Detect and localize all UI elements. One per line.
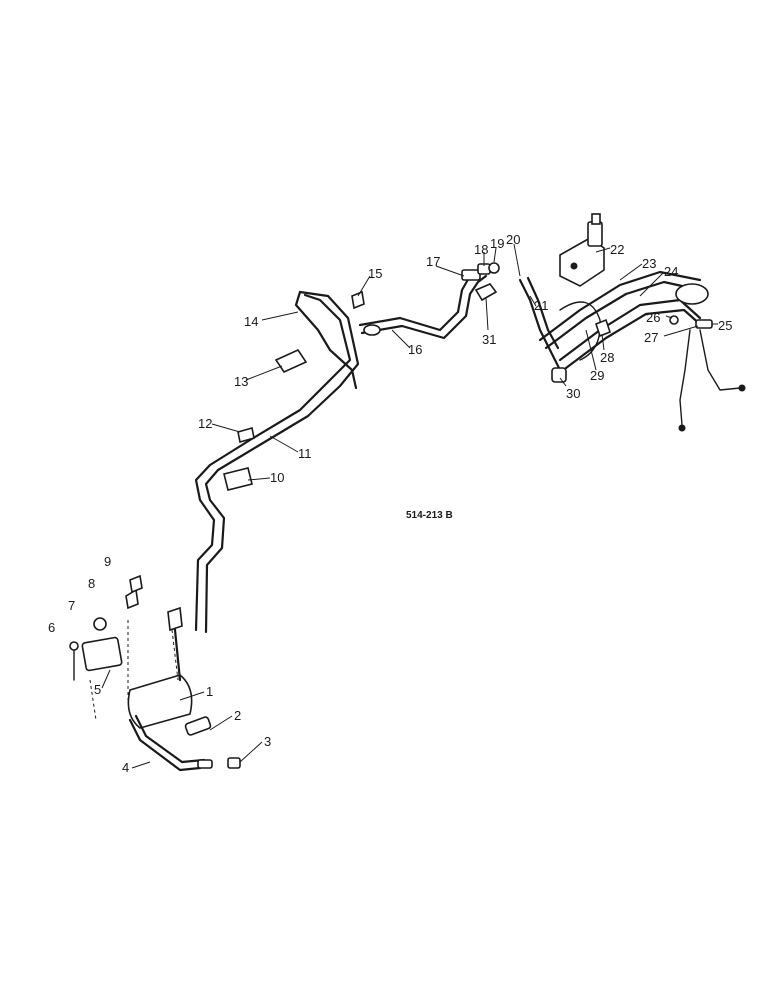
- callout-7: 7: [68, 598, 75, 613]
- main-pipe-run: [194, 290, 360, 634]
- clip-24: [675, 283, 709, 305]
- callout-4: 4: [122, 760, 129, 775]
- callout-21: 21: [534, 298, 548, 313]
- cylinder-1: [127, 674, 193, 729]
- ring-7: [93, 617, 107, 631]
- leader-lines: [101, 243, 718, 769]
- callout-6: 6: [48, 620, 55, 635]
- fitting-28: [595, 318, 611, 338]
- callout-24: 24: [664, 264, 678, 279]
- clip-10: [223, 467, 253, 491]
- fitting-9: [129, 574, 143, 594]
- right-pipes: [518, 270, 746, 432]
- callout-13: 13: [234, 374, 248, 389]
- callout-28: 28: [600, 350, 614, 365]
- callout-26: 26: [646, 310, 660, 325]
- block-5: [81, 636, 123, 672]
- clip-15: [351, 290, 365, 310]
- clips: [223, 290, 365, 491]
- callout-5: 5: [94, 682, 101, 697]
- callout-2: 2: [234, 708, 241, 723]
- reference-code: 514-213 B: [406, 510, 453, 521]
- callout-16: 16: [408, 342, 422, 357]
- callout-10: 10: [270, 470, 284, 485]
- callout-25: 25: [718, 318, 732, 333]
- callout-27: 27: [644, 330, 658, 345]
- lower-right-fittings: [551, 301, 679, 383]
- left-small-parts: [69, 574, 183, 721]
- bolt-6: [69, 641, 79, 651]
- pipe-nut-16: [363, 324, 381, 336]
- callout-8: 8: [88, 576, 95, 591]
- callout-11: 11: [298, 446, 312, 461]
- fitting-19: [488, 262, 500, 274]
- callout-30: 30: [566, 386, 580, 401]
- fitting-25: [695, 319, 713, 329]
- callout-31: 31: [482, 332, 496, 347]
- callout-3: 3: [264, 734, 271, 749]
- callout-9: 9: [104, 554, 111, 569]
- clip-12: [237, 426, 255, 444]
- fitting-group-17-19: [461, 262, 500, 302]
- callout-12: 12: [198, 416, 212, 431]
- nut-3: [227, 757, 241, 769]
- callout-29: 29: [590, 368, 604, 383]
- fitting-31: [474, 283, 498, 302]
- valve-assembly-22: [559, 213, 605, 287]
- fitting-30: [551, 367, 567, 383]
- fitting-26: [669, 315, 679, 325]
- callout-15: 15: [368, 266, 382, 281]
- clip-13: [274, 348, 308, 374]
- callout-23: 23: [642, 256, 656, 271]
- union-4: [197, 759, 213, 769]
- cylinder-assembly: [127, 618, 241, 772]
- callout-1: 1: [206, 684, 213, 699]
- callout-labels: 1 2 3 4 5 6 7 8 9 10 11 12 13 14 15 16 1…: [48, 232, 732, 775]
- callout-18: 18: [474, 242, 488, 257]
- callout-20: 20: [506, 232, 520, 247]
- end-fitting-2: [184, 716, 212, 736]
- callout-17: 17: [426, 254, 440, 269]
- callout-22: 22: [610, 242, 624, 257]
- callout-19: 19: [490, 236, 504, 251]
- callout-14: 14: [244, 314, 258, 329]
